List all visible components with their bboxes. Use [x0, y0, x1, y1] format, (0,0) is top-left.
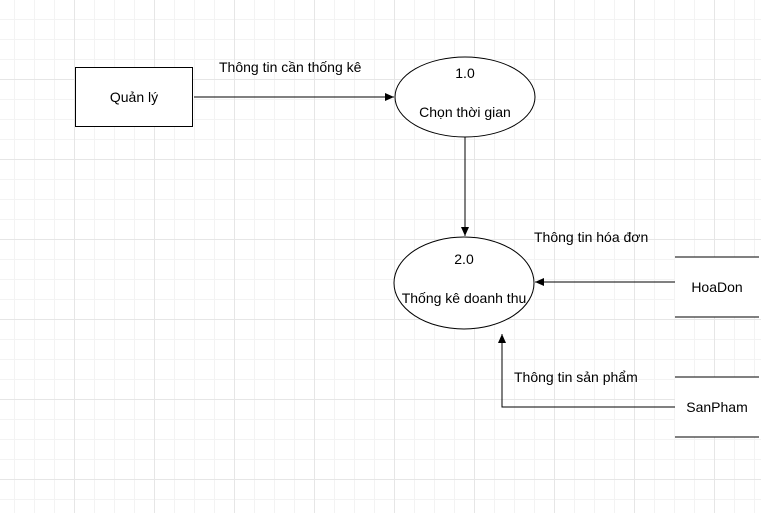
datastore-hoadon-label: HoaDon	[691, 279, 743, 295]
datastore-sanpham-label: SanPham	[686, 399, 748, 415]
flow-label-thong-tin-san-pham: Thông tin sản phẩm	[514, 369, 638, 385]
process-2-ellipse[interactable]	[393, 236, 535, 330]
external-entity-label: Quản lý	[109, 89, 159, 105]
external-entity-quan-ly[interactable]: Quản lý	[75, 67, 193, 127]
process-2-id: 2.0	[454, 251, 474, 267]
process-1-name: Chọn thời gian	[419, 104, 511, 120]
process-2-name: Thống kê doanh thu	[401, 290, 527, 306]
flow-arrow-thong-tin-san-pham	[498, 334, 675, 408]
flow-label-thong-tin-can-thong-ke: Thông tin cần thống kê	[219, 59, 362, 75]
flow-label-thong-tin-hoa-don: Thông tin hóa đơn	[534, 229, 649, 245]
process-1-id: 1.0	[455, 65, 475, 81]
